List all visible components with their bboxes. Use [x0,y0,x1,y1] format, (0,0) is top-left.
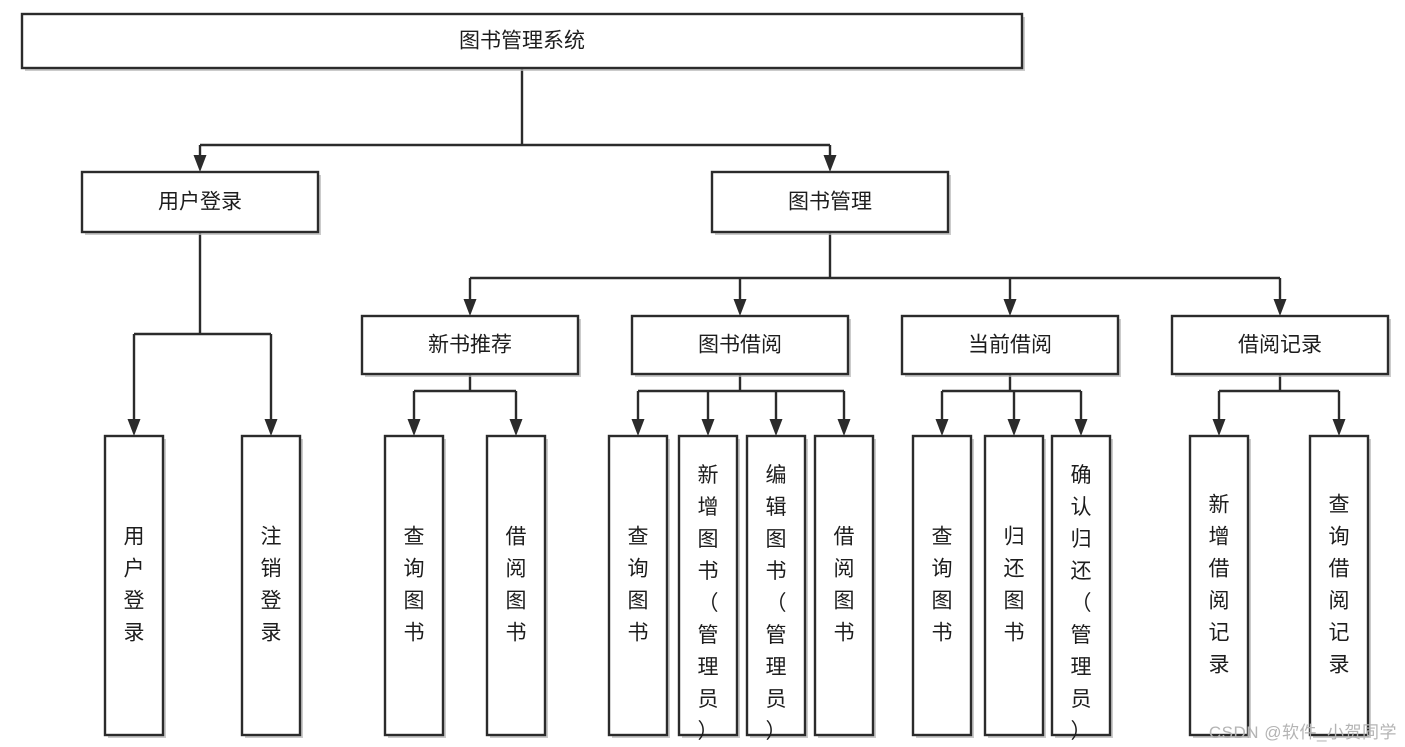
arrow-head-icon [463,299,477,316]
arrow-head-icon [509,419,523,436]
node-box[interactable] [745,434,807,737]
node-label: 注销登录 [261,525,282,644]
arrow-head-icon [1212,419,1226,436]
connector-group [1212,374,1346,436]
arrow-head-icon [1273,299,1287,316]
arrow-head-icon [769,419,783,436]
node-label: 查询图书 [932,525,953,644]
node-label: 图书管理 [788,191,872,214]
node-box[interactable] [1050,434,1112,737]
arrow-head-icon [837,419,851,436]
connector-group [127,232,278,436]
node-查询图书[interactable]: 查询图书 [607,434,670,738]
node-查询图书[interactable]: 查询图书 [383,434,446,738]
arrow-head-icon [823,155,837,172]
node-label: 查询借阅记录 [1329,493,1350,676]
node-label: 借阅图书 [506,525,527,644]
node-layer: 图书管理系统用户登录图书管理新书推荐图书借阅当前借阅借阅记录用户登录注销登录查询… [20,12,1391,743]
connector-group [631,374,851,436]
node-用户登录[interactable]: 用户登录 [103,434,166,738]
node-label: 新增借阅记录 [1209,493,1230,676]
node-label: 新书推荐 [428,334,512,357]
node-查询借阅记录[interactable]: 查询借阅记录 [1308,434,1371,738]
node-label: 用户登录 [124,525,145,644]
node-box[interactable] [677,434,739,737]
node-新增借阅记录[interactable]: 新增借阅记录 [1188,434,1251,738]
node-box[interactable] [1308,434,1370,737]
node-借阅图书[interactable]: 借阅图书 [813,434,876,738]
connector-layer [127,68,1346,436]
arrow-head-icon [193,155,207,172]
node-box[interactable] [911,434,973,737]
connector-group [463,232,1287,316]
node-label: 图书借阅 [698,334,782,357]
node-图书管理系统[interactable]: 图书管理系统 [20,12,1025,71]
node-box[interactable] [240,434,302,737]
node-label: 当前借阅 [968,334,1052,357]
node-当前借阅[interactable]: 当前借阅 [900,314,1121,377]
arrow-head-icon [127,419,141,436]
node-label: 编辑图书（管理员） [766,464,787,743]
node-label: 图书管理系统 [459,30,585,53]
node-label: 查询图书 [404,525,425,644]
arrow-head-icon [407,419,421,436]
connector-group [407,374,523,436]
node-label: 用户登录 [158,191,242,214]
node-box[interactable] [630,314,850,376]
node-box[interactable] [900,314,1120,376]
node-归还图书[interactable]: 归还图书 [983,434,1046,738]
node-label: 新增图书（管理员） [698,464,719,743]
node-图书管理[interactable]: 图书管理 [710,170,951,235]
connector-group [193,68,837,172]
node-查询图书[interactable]: 查询图书 [911,434,974,738]
node-编辑图书管理员[interactable]: 编辑图书（管理员） [745,434,808,743]
arrow-head-icon [264,419,278,436]
arrow-head-icon [1074,419,1088,436]
connector-group [935,374,1088,436]
node-box[interactable] [607,434,669,737]
node-box[interactable] [20,12,1024,70]
node-新书推荐[interactable]: 新书推荐 [360,314,581,377]
node-box[interactable] [103,434,165,737]
node-box[interactable] [813,434,875,737]
node-确认归还管理员[interactable]: 确认归还（管理员） [1050,434,1113,743]
arrow-head-icon [733,299,747,316]
node-box[interactable] [80,170,320,234]
node-图书借阅[interactable]: 图书借阅 [630,314,851,377]
node-注销登录[interactable]: 注销登录 [240,434,303,738]
node-box[interactable] [383,434,445,737]
node-box[interactable] [710,170,950,234]
arrow-head-icon [1003,299,1017,316]
node-label: 借阅记录 [1238,334,1322,357]
node-box[interactable] [1188,434,1250,737]
node-借阅图书[interactable]: 借阅图书 [485,434,548,738]
node-label: 确认归还（管理员） [1071,464,1092,743]
arrow-head-icon [1007,419,1021,436]
node-label: 查询图书 [628,525,649,644]
arrow-head-icon [935,419,949,436]
node-box[interactable] [983,434,1045,737]
node-box[interactable] [1170,314,1390,376]
node-用户登录[interactable]: 用户登录 [80,170,321,235]
node-box[interactable] [360,314,580,376]
node-label: 借阅图书 [834,525,855,644]
arrow-head-icon [631,419,645,436]
node-box[interactable] [485,434,547,737]
arrow-head-icon [701,419,715,436]
node-借阅记录[interactable]: 借阅记录 [1170,314,1391,377]
arrow-head-icon [1332,419,1346,436]
node-新增图书管理员[interactable]: 新增图书（管理员） [677,434,740,743]
node-label: 归还图书 [1004,525,1025,644]
